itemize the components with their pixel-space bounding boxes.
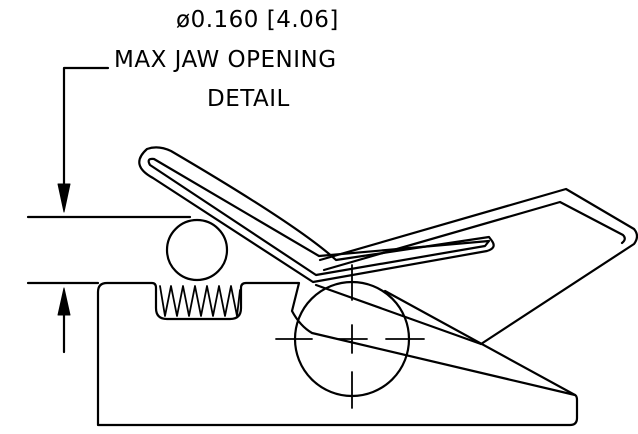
lower-jaw-body <box>98 283 577 425</box>
upper-lever-inner <box>149 159 489 275</box>
wire-circle <box>167 220 227 280</box>
dimension-arrow-down <box>58 184 70 212</box>
jaw-teeth <box>160 286 240 316</box>
upper-lever-outer <box>139 147 493 282</box>
detail-label: DETAIL <box>207 86 290 112</box>
rear-handle-link <box>316 285 481 344</box>
pivot-centerlines <box>276 265 424 408</box>
rear-handle <box>320 189 637 344</box>
dimension-label: ø0.160 [4.06] <box>176 7 339 33</box>
max-jaw-opening-label: MAX JAW OPENING <box>114 47 337 73</box>
rear-handle-inner <box>324 202 625 270</box>
leader-line <box>64 68 108 190</box>
